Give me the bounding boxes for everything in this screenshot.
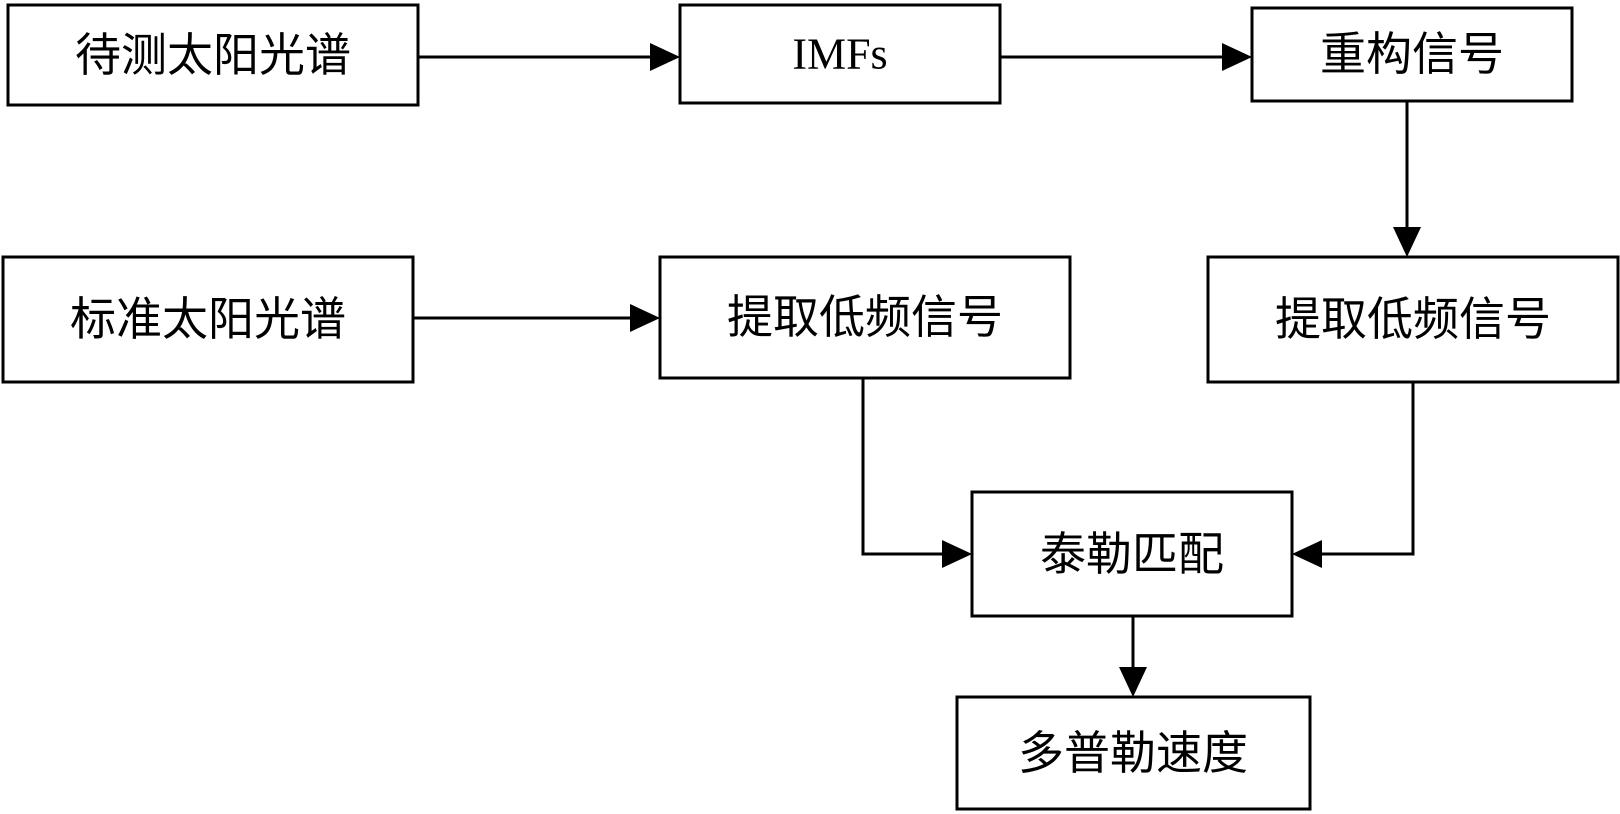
node-label: 提取低频信号	[1275, 292, 1551, 346]
node-lowfreq-right: 提取低频信号	[1206, 255, 1620, 384]
arrow-head	[1292, 540, 1322, 568]
node-label: 标准太阳光谱	[70, 292, 346, 346]
node-label: IMFs	[792, 30, 887, 79]
arrow-head	[630, 304, 660, 332]
node-spectrum-measured: 待测太阳光谱	[6, 3, 420, 107]
edge-line	[861, 378, 942, 556]
edge-lowfreq-left-to-taylor	[861, 378, 972, 568]
edge-taylor-to-doppler	[1119, 616, 1147, 697]
node-label: 提取低频信号	[727, 290, 1003, 344]
arrow-head	[1222, 43, 1252, 71]
node-box	[658, 255, 1072, 380]
node-label: 待测太阳光谱	[75, 28, 351, 82]
node-box	[6, 3, 420, 107]
arrow-head	[942, 540, 972, 568]
node-label: 泰勒匹配	[1040, 527, 1224, 581]
node-reconstructed-signal: 重构信号	[1250, 6, 1574, 103]
node-label: 多普勒速度	[1018, 726, 1248, 780]
edge-standard-to-lowfreq-left	[413, 304, 660, 332]
arrow-head	[650, 43, 680, 71]
node-spectrum-standard: 标准太阳光谱	[1, 255, 415, 384]
node-label: 重构信号	[1320, 27, 1504, 81]
node-box	[1250, 6, 1574, 103]
node-box	[955, 695, 1312, 811]
node-taylor-matching: 泰勒匹配	[970, 490, 1294, 618]
node-doppler-velocity: 多普勒速度	[955, 695, 1312, 811]
node-box	[1, 255, 415, 384]
arrow-head	[1119, 667, 1147, 697]
edge-lowfreq-right-to-taylor	[1292, 382, 1415, 568]
edge-line	[1322, 382, 1415, 556]
arrow-head	[1393, 227, 1421, 257]
edge-reconstructed-to-lowfreq-right	[1393, 101, 1421, 257]
edge-imfs-to-reconstructed	[1000, 43, 1252, 71]
node-box	[678, 3, 1002, 105]
node-lowfreq-left: 提取低频信号	[658, 255, 1072, 380]
node-imfs: IMFs	[678, 3, 1002, 105]
node-box	[1206, 255, 1620, 384]
edge-measured-to-imfs	[418, 43, 680, 71]
